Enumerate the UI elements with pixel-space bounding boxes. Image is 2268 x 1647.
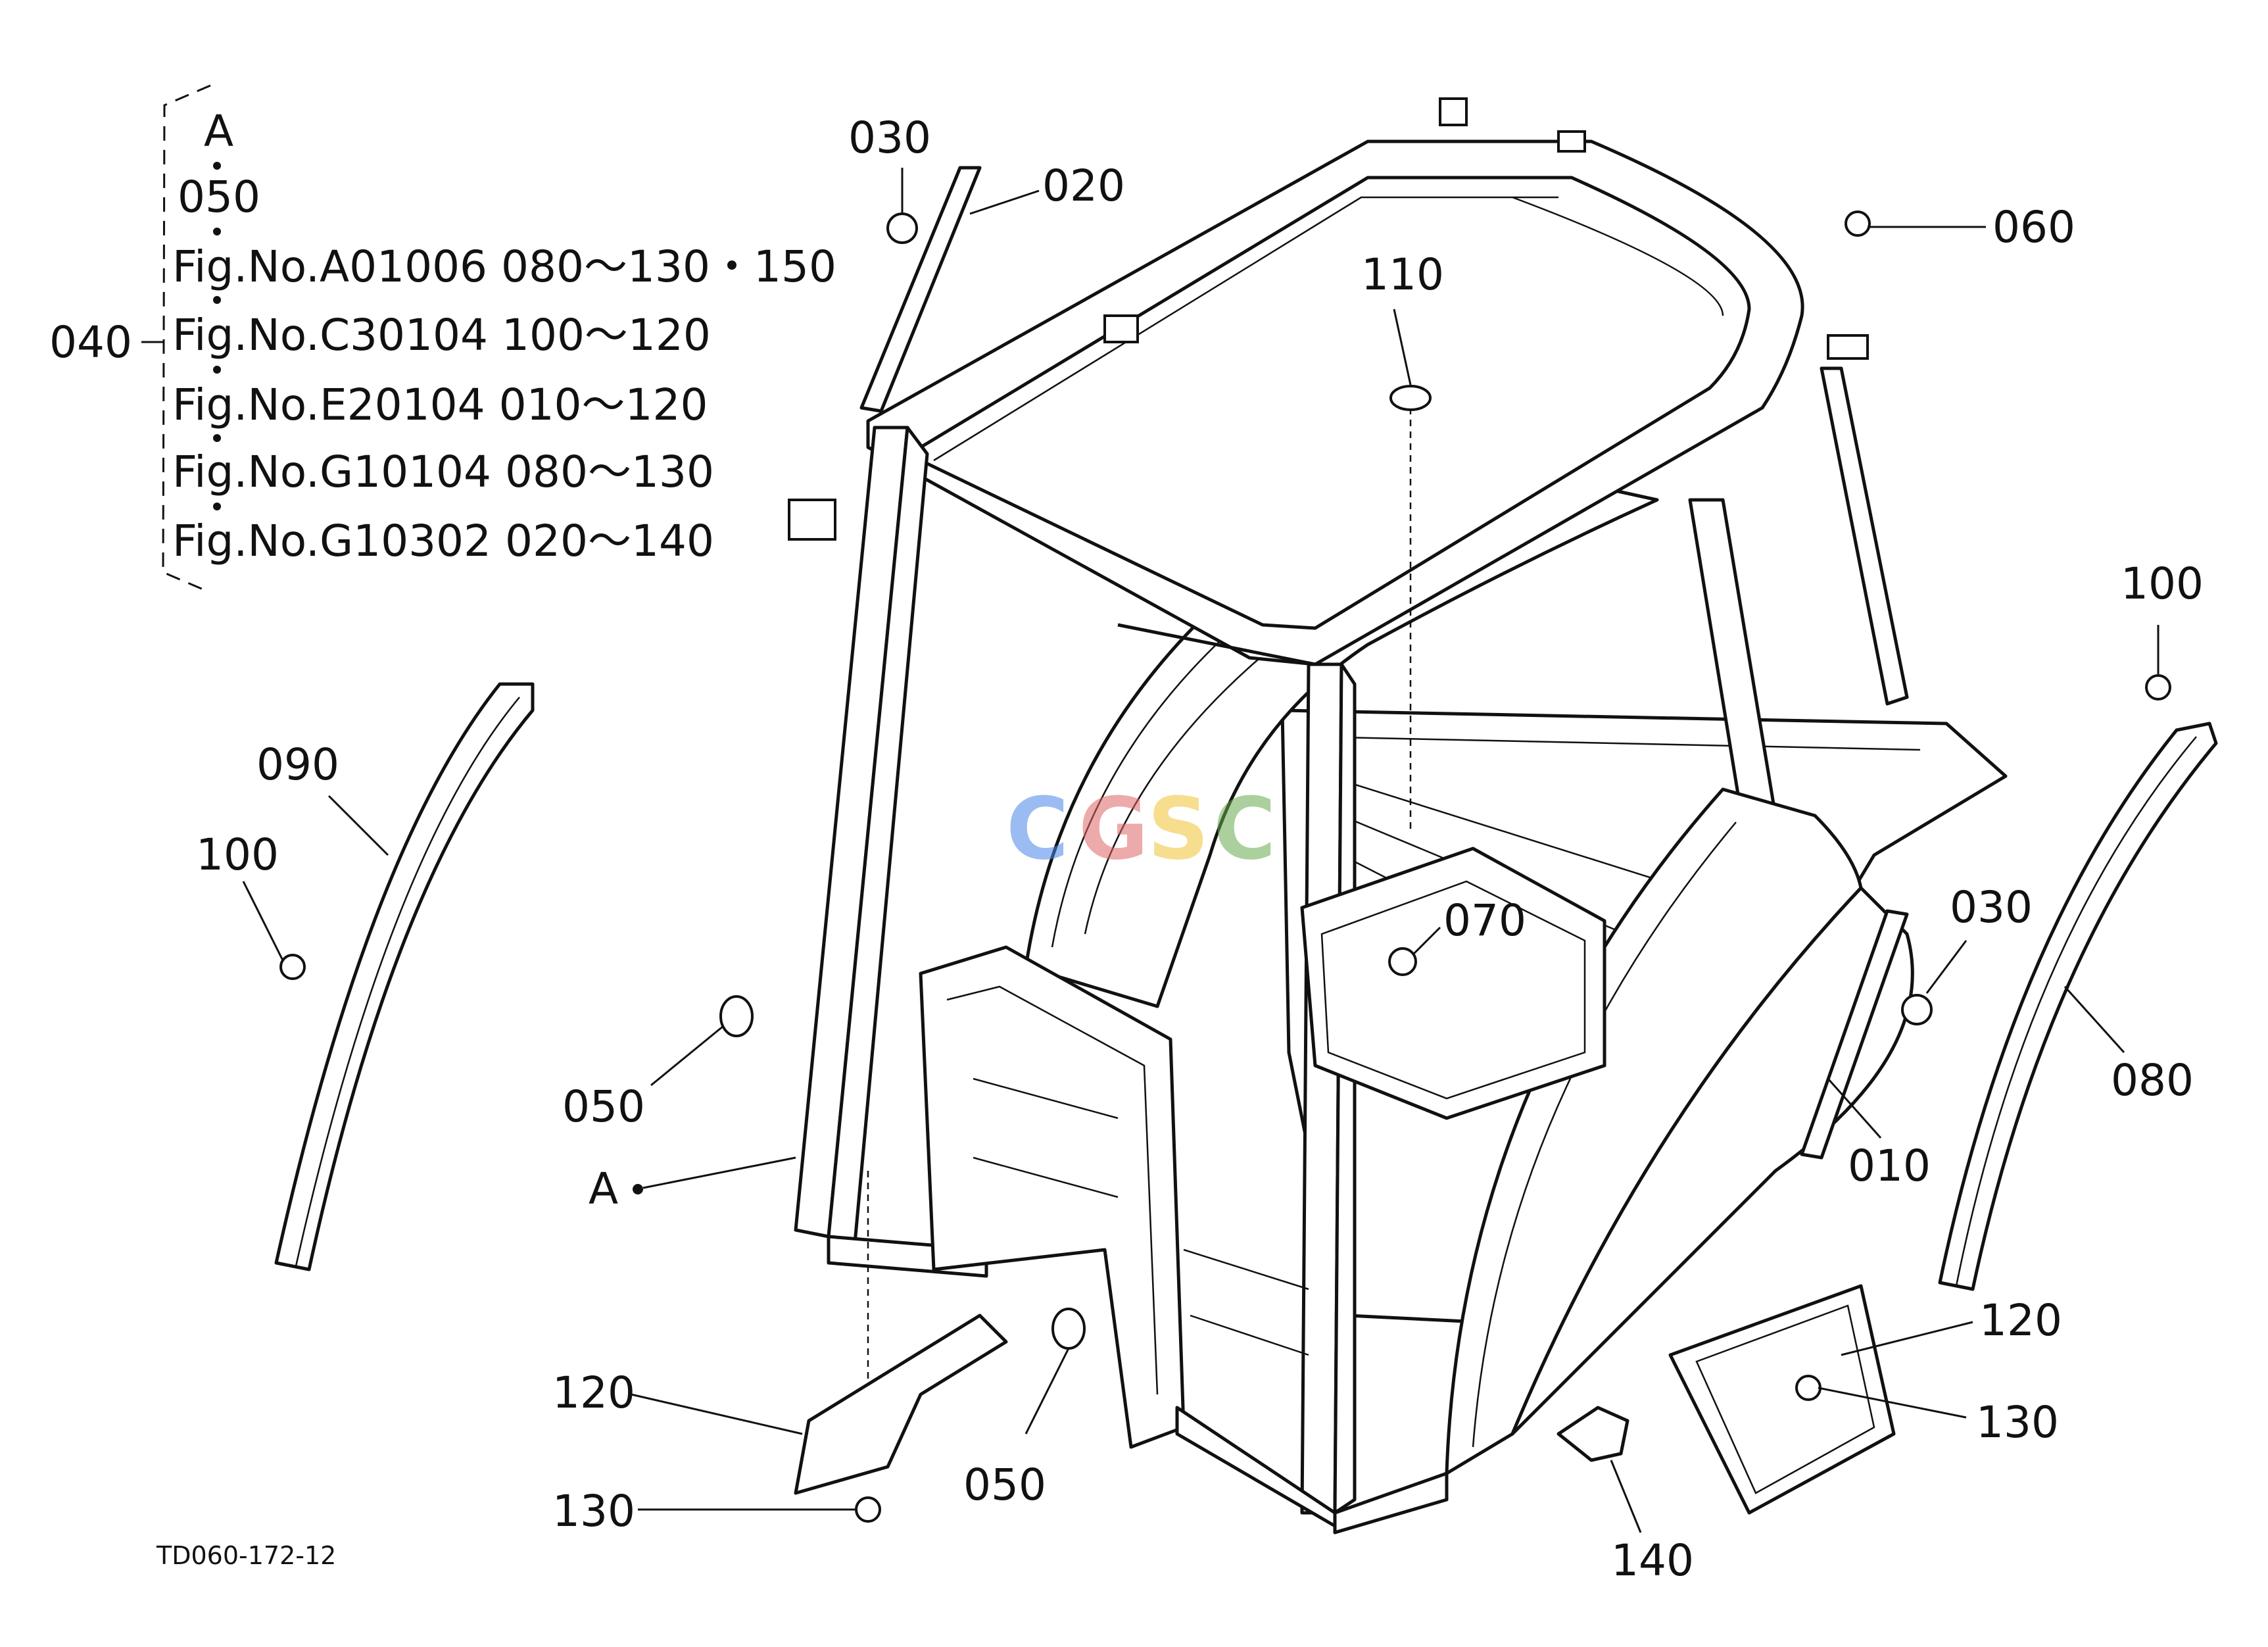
ref-dot (213, 228, 221, 235)
watermark: C G S C (1006, 779, 1276, 879)
ref-dot (213, 434, 221, 442)
ref-line-g10302: Fig.No.G10302 020～140 (172, 516, 714, 566)
part-060-grommet (1845, 210, 1871, 237)
reference-block: A 050 Fig.No.A01006 080～130・150 Fig.No.C… (49, 84, 836, 593)
part-080-trim (1938, 722, 2218, 1291)
callout-080: 080 (2111, 1055, 2194, 1106)
reference-bracket (162, 84, 211, 593)
callout-ref-a: A (589, 1164, 618, 1214)
callout-130-right: 130 (1976, 1397, 2059, 1448)
part-050-spacer-bottom (1051, 1308, 1086, 1350)
watermark-letter-1: C (1006, 779, 1069, 879)
part-140-plate (1556, 1406, 1629, 1462)
callout-060: 060 (1992, 202, 2075, 253)
ref-dot (213, 366, 221, 374)
ref-line-050: 050 (178, 172, 260, 222)
part-030-grommet-right (1901, 994, 1933, 1025)
part-030-grommet-top (886, 212, 918, 244)
ref-dot (213, 503, 221, 510)
callout-030-right: 030 (1950, 882, 2033, 933)
part-100-bolt-left (279, 954, 306, 980)
callout-070: 070 (1443, 895, 1526, 946)
callout-030-top: 030 (848, 112, 931, 163)
callout-140: 140 (1611, 1535, 1694, 1586)
part-070-grommet (1388, 947, 1417, 976)
callout-050-left: 050 (562, 1081, 645, 1132)
callout-010: 010 (1848, 1141, 1931, 1191)
ref-line-g10104: Fig.No.G10104 080～130 (172, 447, 714, 497)
part-120-step-left (794, 1314, 1008, 1495)
ref-group-label: 040 (49, 317, 132, 368)
ref-line-e20104: Fig.No.E20104 010～120 (172, 380, 708, 430)
ref-line-c30104: Fig.No.C30104 100～120 (172, 310, 711, 360)
callout-130-left: 130 (552, 1486, 635, 1536)
part-130-bolt-right (1795, 1375, 1822, 1401)
callout-120-right: 120 (1979, 1295, 2062, 1346)
callout-120-left: 120 (552, 1367, 635, 1418)
watermark-letter-3: S (1147, 779, 1209, 879)
watermark-letter-2: G (1078, 779, 1149, 879)
callout-050-bottom: 050 (963, 1460, 1046, 1510)
callout-020: 020 (1042, 160, 1125, 211)
part-090-trim (274, 682, 535, 1271)
callout-110: 110 (1361, 249, 1444, 300)
callout-100-right: 100 (2121, 558, 2204, 609)
cab-frame (788, 97, 2008, 1535)
part-020-strip (859, 166, 982, 413)
part-100-bolt-right (2145, 674, 2171, 701)
drawing-code: TD060-172-12 (156, 1541, 336, 1570)
callout-leaders (242, 168, 2159, 1533)
callout-100-left: 100 (196, 829, 279, 880)
part-110-cap (1389, 385, 1432, 411)
part-010-strip (1800, 909, 1909, 1160)
ref-line-a01006: Fig.No.A01006 080～130・150 (172, 241, 836, 292)
part-120-step-right (1668, 1284, 1896, 1515)
callout-090: 090 (256, 739, 339, 790)
watermark-letter-4: C (1213, 779, 1276, 879)
part-050-spacer-left (719, 995, 754, 1037)
ref-dot (213, 296, 221, 304)
ref-line-a: A (204, 106, 233, 157)
ref-dot (213, 162, 221, 170)
part-130-bolt-left (855, 1496, 881, 1523)
